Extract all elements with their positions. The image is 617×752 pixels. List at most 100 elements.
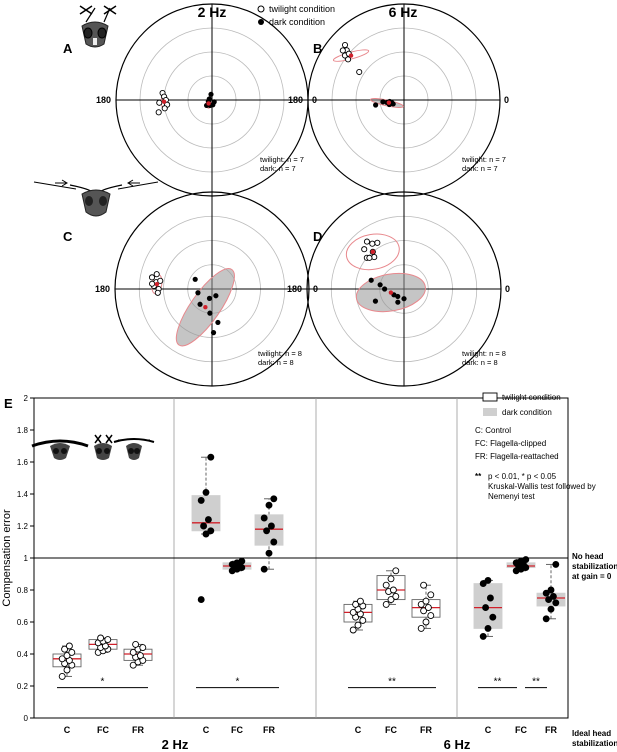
- legend-twilight-box: [482, 392, 498, 402]
- data-point: [61, 645, 69, 653]
- y-tick-label: 1.4: [17, 490, 29, 499]
- twilight-point: [149, 280, 156, 287]
- data-point: [202, 488, 210, 496]
- data-point: [479, 632, 487, 640]
- angle-label-180: 180: [287, 284, 302, 294]
- panel-label-A: A: [63, 41, 73, 56]
- angle-label-180: 180: [96, 95, 111, 105]
- legend-twilight-marker: [257, 5, 265, 13]
- y-tick-label: 0.8: [17, 586, 29, 595]
- data-point: [417, 624, 425, 632]
- data-point: [260, 565, 268, 573]
- y-tick-label: 0.4: [17, 650, 29, 659]
- data-point: [549, 592, 557, 600]
- group-label-6hz: 6 Hz: [444, 737, 471, 752]
- box-6Hz-dark-FC: [506, 556, 536, 575]
- data-point: [382, 581, 390, 589]
- box-2Hz-dark-FR: [254, 495, 284, 573]
- significance-label: **: [494, 677, 502, 688]
- data-point: [427, 612, 435, 620]
- twilight-point: [153, 271, 160, 278]
- data-point: [139, 644, 147, 652]
- legend-twilight-label: twilight condition: [269, 4, 335, 14]
- count-twilight: twilight: n = 8: [462, 349, 506, 358]
- dark-point: [197, 301, 203, 307]
- data-point: [207, 527, 215, 535]
- dark-point: [213, 293, 219, 299]
- data-point: [207, 453, 215, 461]
- box-2Hz-twilight-FR: [123, 640, 153, 669]
- category-label-FR: FR: [132, 725, 144, 735]
- y-tick-label: 0.6: [17, 618, 29, 627]
- dark-point: [210, 330, 217, 336]
- dark-mean-marker: [386, 100, 392, 105]
- legend-dark-label: dark condition: [269, 17, 325, 27]
- panel-label-E: E: [4, 396, 13, 411]
- dark-mean-marker: [206, 101, 211, 106]
- dark-point: [192, 276, 198, 282]
- box-6Hz-dark-C: [473, 576, 503, 640]
- head-reattached-drawing: [113, 438, 155, 460]
- data-point: [486, 594, 494, 602]
- angle-label-180: 180: [95, 284, 110, 294]
- data-point: [58, 655, 66, 663]
- group-label-2hz: 2 Hz: [162, 737, 189, 752]
- data-point: [197, 596, 205, 604]
- y-axis-label: Compensation error: [1, 509, 13, 607]
- dark-mean-marker: [203, 305, 208, 310]
- data-point: [263, 527, 271, 535]
- y-tick-label: 1.8: [17, 426, 29, 435]
- count-twilight: twilight: n = 8: [258, 349, 302, 358]
- data-point: [63, 652, 71, 660]
- data-point: [104, 636, 112, 644]
- legend-dark-box: [483, 408, 497, 416]
- twilight-point: [371, 254, 378, 261]
- data-point: [58, 672, 66, 680]
- data-point: [382, 600, 390, 608]
- data-point: [422, 618, 430, 626]
- count-twilight: twilight: n = 7: [462, 155, 506, 164]
- twilight-point: [356, 68, 363, 76]
- insect-heads-row: [31, 434, 155, 460]
- header-6hz: 6 Hz: [389, 4, 418, 20]
- dark-point: [207, 310, 213, 316]
- data-point: [270, 495, 278, 503]
- box-6Hz-dark-FR: [536, 560, 566, 623]
- dark-point: [373, 102, 379, 108]
- note-significance: p < 0.01, * p < 0.05: [488, 472, 557, 481]
- dark-point: [368, 277, 374, 283]
- data-point: [479, 580, 487, 588]
- angle-label-0: 0: [505, 284, 510, 294]
- data-point: [356, 597, 364, 605]
- y-tick-label: 0: [24, 714, 29, 723]
- data-point: [489, 613, 497, 621]
- reference-label-no-stabilization: at gain = 0: [572, 572, 612, 581]
- twilight-point: [339, 47, 346, 54]
- twilight-mean-marker: [161, 99, 167, 104]
- dark-point: [395, 299, 401, 305]
- category-label-FC: FC: [97, 725, 109, 735]
- box-6Hz-twilight-FC: [376, 567, 406, 608]
- category-label-C: C: [485, 725, 492, 735]
- box-2Hz-twilight-C: [52, 642, 82, 680]
- reference-label-ideal: stabilization: [572, 739, 617, 748]
- data-point: [132, 640, 140, 648]
- data-point: [392, 592, 400, 600]
- data-point: [129, 661, 137, 669]
- data-point: [389, 586, 397, 594]
- dark-point: [377, 282, 383, 288]
- data-point: [387, 575, 395, 583]
- note-reattached: FR: Flagella-reattached: [475, 452, 559, 461]
- reference-label-no-stabilization: stabilization: [572, 562, 617, 571]
- dark-point: [215, 319, 221, 326]
- significance-marker: *: [196, 677, 279, 689]
- data-point: [545, 596, 553, 604]
- dark-point: [211, 99, 217, 105]
- data-point: [542, 615, 550, 623]
- y-tick-label: 2: [24, 394, 29, 403]
- boxplot-panel-E: E 00.20.40.60.811.21.41.61.82Compensatio…: [1, 392, 617, 752]
- data-point: [552, 599, 560, 607]
- count-dark: dark: n = 8: [258, 358, 294, 367]
